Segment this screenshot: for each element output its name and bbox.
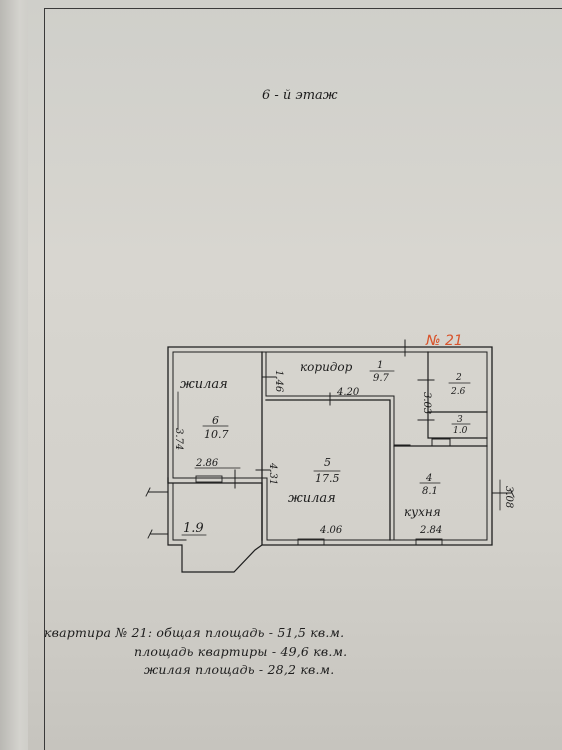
- room-4-area: 8.1: [422, 486, 438, 497]
- room-1-name: коридор: [300, 360, 353, 374]
- wall-bathroom-3: [427, 411, 488, 439]
- room-6-number: 6: [212, 414, 219, 427]
- room-6-name: жилая: [180, 377, 228, 392]
- room-3-area: 1.0: [453, 426, 468, 436]
- room-6-area: 10.7: [204, 428, 229, 441]
- sheet-frame: [44, 8, 562, 750]
- room-2-area: 2.6: [450, 387, 466, 397]
- room-4-name: кухня: [404, 505, 441, 519]
- dim-4-20: 4.20: [336, 387, 360, 398]
- break-mark-balcony: [147, 529, 169, 539]
- break-mark-right: [491, 488, 515, 498]
- room-5-name: жилая: [288, 491, 336, 506]
- dim-3-74: 3.74: [173, 428, 184, 450]
- dim-3-03: 3.03: [421, 392, 432, 414]
- balcony-outline: [167, 477, 263, 573]
- room-3-number: 3: [457, 415, 463, 425]
- window-room6: [195, 475, 223, 483]
- room-4-number: 4: [425, 473, 432, 484]
- room-1-area: 9.7: [373, 373, 390, 384]
- apartment-number-mark: № 21: [425, 333, 463, 349]
- dim-2-84: 2.84: [419, 525, 442, 536]
- room-1-number: 1: [377, 360, 383, 371]
- balcony-inner: [172, 482, 187, 541]
- bathroom-fixture: [431, 438, 451, 447]
- summary-total-area: квартира № 21: общая площадь - 51,5 кв.м…: [44, 625, 345, 640]
- balcony-area: 1.9: [183, 521, 204, 536]
- dim-4-06: 4.06: [319, 525, 343, 536]
- break-mark-left: [145, 487, 169, 497]
- wall-room5-inner: [265, 395, 395, 541]
- summary-apartment-area: площадь квартиры - 49,6 кв.м.: [134, 644, 348, 659]
- room-2-number: 2: [455, 373, 462, 383]
- room-5-area: 17.5: [315, 472, 340, 485]
- wall-room5: [265, 399, 391, 541]
- outer-wall-inner-outline: [172, 351, 488, 541]
- dim-3-08: 3.08: [503, 486, 514, 508]
- underlying-page-edge: [0, 0, 28, 750]
- dim-4-31: 4.31: [267, 462, 278, 485]
- window-kitchen: [415, 538, 443, 546]
- dim-1-46: 1.46: [273, 370, 284, 393]
- floor-label: 6 - й этаж: [262, 88, 338, 103]
- room-5-number: 5: [324, 456, 331, 469]
- summary-living-area: жилая площадь - 28,2 кв.м.: [144, 662, 335, 677]
- dim-2-86: 2.86: [195, 458, 219, 469]
- window-room5: [297, 538, 325, 546]
